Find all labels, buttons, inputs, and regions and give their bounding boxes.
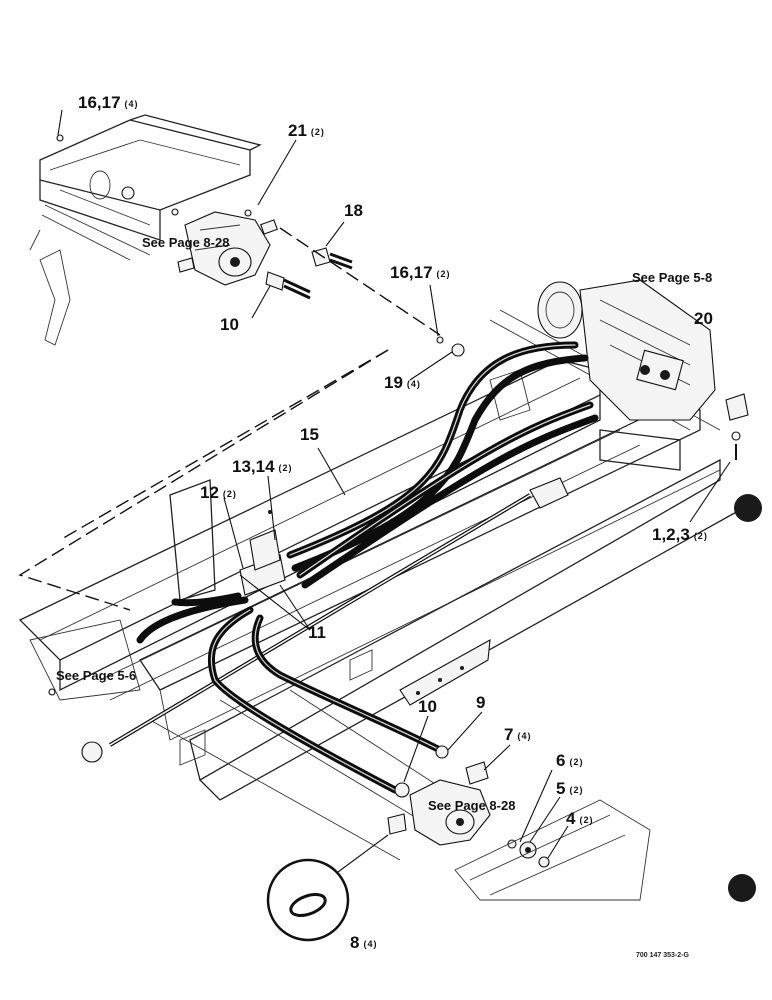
callout-10-upper: 10 — [220, 315, 239, 334]
registration-dot-lower — [728, 874, 756, 902]
page-ref-5-8: See Page 5-8 — [632, 270, 712, 285]
bolt-16-17-upper — [436, 336, 444, 344]
left-shaft-end — [81, 741, 103, 763]
dashed-connection-upper — [279, 227, 441, 336]
hose-bundle-lower — [136, 592, 444, 794]
callout-16-17-mid: 16,17(2) — [390, 263, 451, 282]
drawing-part-number: 700 147 353-2-G — [636, 952, 689, 959]
fitting-19 — [451, 343, 465, 357]
registration-dot-upper — [734, 494, 762, 522]
callout-12: 12(2) — [200, 483, 237, 502]
left-bolt — [48, 688, 56, 696]
callout-20: 20 — [694, 309, 713, 328]
fitting-18 — [311, 247, 353, 270]
upper-frame-assembly — [29, 114, 262, 346]
lower-hydraulic-motor — [387, 745, 651, 901]
callout-1-2-3: 1,2,3(2) — [652, 525, 708, 544]
hose-bracket-12 — [239, 510, 286, 596]
callout-13-14: 13,14(2) — [232, 457, 293, 476]
callout-18: 18 — [344, 201, 363, 220]
washer-8-inset — [266, 834, 389, 942]
leader-lines — [57, 109, 731, 859]
callout-4: 4(2) — [566, 809, 593, 828]
callout-6: 6(2) — [556, 751, 583, 770]
callout-21: 21(2) — [288, 121, 325, 140]
dashed-connection-mid — [59, 349, 389, 541]
callout-8: 8(4) — [350, 933, 377, 952]
shaft-coupler — [529, 477, 569, 509]
page-ref-5-6: See Page 5-6 — [56, 668, 136, 683]
upper-hydraulic-motor — [171, 208, 311, 300]
page-ref-8-28-lower: See Page 8-28 — [428, 798, 515, 813]
callout-10-lower: 10 — [418, 697, 437, 716]
hose-bundle-upper — [286, 341, 599, 589]
callout-11: 11 — [308, 623, 326, 642]
callout-15: 15 — [300, 425, 319, 444]
page-references: See Page 8-28 See Page 5-8 See Page 5-6 … — [56, 235, 712, 813]
callout-5: 5(2) — [556, 779, 583, 798]
callout-labels: 16,17(4) 21(2) 18 16,17(2) 10 20 19(4) 1… — [78, 93, 713, 952]
callout-7: 7(4) — [504, 725, 531, 744]
callout-19: 19(4) — [384, 373, 421, 392]
dashed-connection-frame — [18, 349, 389, 611]
callout-9: 9 — [476, 693, 485, 712]
page-ref-8-28-upper: See Page 8-28 — [142, 235, 229, 250]
callout-16-17-top: 16,17(4) — [78, 93, 139, 112]
right-gearbox — [489, 279, 749, 460]
